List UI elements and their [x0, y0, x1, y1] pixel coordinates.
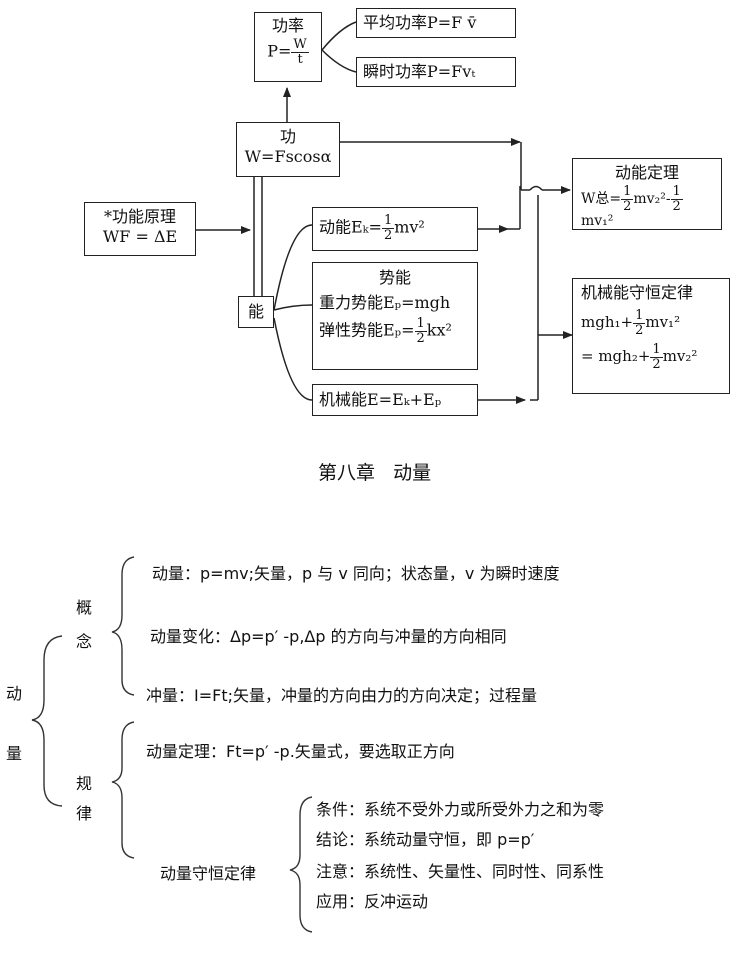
kt-term-1: mv₂²- [633, 191, 671, 208]
connector-lines [196, 21, 573, 404]
conservation-conclusion: 结论：系统动量守恒，即 p=p′ [316, 830, 535, 849]
kt-den-2: 2 [672, 198, 681, 214]
work-energy-principle-box: *功能原理 WF = ΔE [84, 202, 196, 256]
cons-l1-num: 1 [633, 308, 646, 324]
gravity-potential: 重力势能Eₚ=mgh [319, 293, 451, 312]
elastic-suffix: kx² [426, 320, 452, 340]
work-formula: W=Fscosα [244, 147, 332, 166]
conservation-condition: 条件：系统不受外力或所受外力之和为零 [316, 800, 605, 819]
power-title: 功率 [271, 16, 304, 35]
average-power-box: 平均功率P=F v̄ [356, 8, 516, 38]
kt-prefix: W总= [581, 191, 622, 208]
kinetic-prefix: 动能Eₖ= [319, 217, 382, 237]
principle-title: *功能原理 [103, 207, 176, 226]
cons-l2-prefix: = mgh₂+ [581, 347, 651, 366]
mechanical-energy-box: 机械能E=Eₖ+Eₚ [312, 384, 478, 416]
momentum-change: 动量变化：Δp=p′ -p,Δp 的方向与冲量的方向相同 [150, 627, 507, 646]
impulse-definition: 冲量：I=Ft;矢量，冲量的方向由力的方向决定；过程量 [146, 686, 537, 705]
kinetic-numerator: 1 [381, 213, 395, 229]
chapter-title: 第八章 动量 [318, 462, 432, 484]
law-label-2: 律 [76, 804, 93, 823]
energy-label: 能 [247, 302, 264, 321]
kt-num-1: 1 [621, 184, 634, 200]
mechanical-energy-text: 机械能E=Eₖ+Eₚ [319, 390, 442, 409]
principle-formula: WF = ΔE [102, 227, 178, 246]
momentum-definition: 动量：p=mv;矢量，p 与 v 同向；状态量，v 为瞬时速度 [152, 564, 560, 583]
power-denominator: t [297, 51, 303, 67]
work-title: 功 [279, 127, 296, 146]
conservation-title: 机械能守恒定律 [581, 283, 694, 302]
momentum-theorem: 动量定理：Ft=p′ -p.矢量式，要选取正方向 [146, 742, 455, 761]
kt-den-1: 2 [623, 198, 632, 214]
concept-label-2: 念 [76, 632, 93, 651]
power-numerator: W [291, 37, 309, 53]
tree-root-dong: 动 [6, 684, 23, 703]
kt-term-2: mv₁² [581, 213, 614, 230]
tree-root-liang: 量 [6, 744, 23, 763]
momentum-conservation-law: 动量守恒定律 [160, 864, 257, 883]
elastic-prefix: 弹性势能Eₚ= [319, 320, 415, 340]
elastic-denominator: 2 [416, 330, 425, 346]
energy-box: 能 [238, 296, 274, 328]
kinetic-denominator: 2 [383, 227, 393, 243]
kinetic-suffix: mv² [394, 217, 425, 237]
cons-l2-suffix: mv₂² [662, 347, 698, 366]
law-label-1: 规 [76, 774, 93, 793]
cons-l2-den: 2 [652, 356, 661, 372]
cons-l2-num: 1 [650, 342, 663, 358]
kinetic-theorem-title: 动能定理 [614, 163, 679, 182]
elastic-numerator: 1 [414, 316, 427, 332]
potential-title: 势能 [378, 268, 411, 287]
power-formula-prefix: P= [267, 41, 292, 61]
instantaneous-power-text: 瞬时功率P=Fvₜ [363, 62, 476, 81]
conservation-note: 注意：系统性、矢量性、同时性、同系性 [316, 862, 605, 881]
kt-num-2: 1 [670, 184, 683, 200]
work-box: 功 W=Fscosα [236, 122, 340, 177]
cons-l1-suffix: mv₁² [645, 313, 681, 332]
concept-label-1: 概 [76, 598, 93, 617]
cons-l1-prefix: mgh₁+ [581, 313, 634, 332]
cons-l1-den: 2 [635, 322, 644, 338]
instantaneous-power-box: 瞬时功率P=Fvₜ [356, 57, 516, 87]
average-power-text: 平均功率P=F v̄ [363, 13, 477, 32]
conservation-application: 应用：反冲运动 [316, 892, 429, 911]
